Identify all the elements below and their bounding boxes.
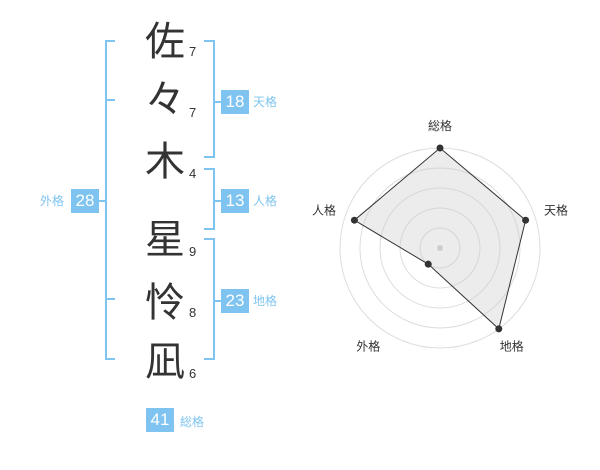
tenkaku-bracket-connector bbox=[214, 101, 222, 103]
gaikaku-bracket-top bbox=[105, 40, 115, 42]
radar-axis-label-3: 地格 bbox=[500, 339, 524, 354]
name-char-4: 星 bbox=[145, 217, 185, 263]
radar-data-polygon bbox=[353, 147, 527, 330]
radar-axis-label-5: 人格 bbox=[312, 202, 336, 217]
gaikaku-value: 28 bbox=[71, 189, 99, 213]
tenkaku-bracket-bottom bbox=[204, 156, 214, 158]
radar-axis-label-2: 天格 bbox=[544, 202, 568, 217]
name-char-3: 木 bbox=[145, 139, 185, 185]
stroke-count-1: 7 bbox=[189, 44, 197, 59]
chikaku-bracket-bottom bbox=[204, 358, 214, 360]
jinkaku-bracket-top bbox=[204, 168, 214, 170]
chikaku-bracket-connector bbox=[214, 300, 222, 302]
tenkaku-label: 天格 bbox=[253, 95, 278, 109]
stroke-count-3: 4 bbox=[189, 166, 197, 181]
name-char-2: 々 bbox=[145, 77, 185, 123]
radar-point-5 bbox=[350, 216, 358, 224]
radar-center-dot bbox=[437, 245, 443, 251]
radar-point-3 bbox=[495, 325, 503, 333]
name-char-1: 佐 bbox=[145, 19, 185, 65]
tenkaku-value: 18 bbox=[221, 90, 249, 114]
radar-axis-label-1: 総格 bbox=[428, 118, 452, 133]
radar-point-1 bbox=[436, 144, 444, 152]
gaikaku-bracket-connector bbox=[98, 200, 106, 202]
chikaku-label: 地格 bbox=[253, 294, 278, 308]
radar-ring bbox=[399, 207, 481, 289]
radar-axis-label-4: 外格 bbox=[356, 339, 380, 354]
chikaku-bracket-vertical bbox=[213, 238, 215, 360]
name-char-6: 凪 bbox=[145, 339, 185, 385]
radar-ring bbox=[359, 167, 521, 329]
stroke-count-4: 9 bbox=[189, 244, 197, 259]
stroke-count-5: 8 bbox=[189, 305, 197, 320]
tenkaku-bracket-top bbox=[204, 40, 214, 42]
gaikaku-bracket-bottom bbox=[105, 358, 115, 360]
gaikaku-bracket-tick-5 bbox=[105, 298, 115, 300]
chikaku-value: 23 bbox=[221, 289, 249, 313]
tenkaku-bracket-vertical bbox=[213, 40, 215, 158]
gaikaku-bracket-vertical bbox=[105, 40, 107, 360]
jinkaku-value: 13 bbox=[221, 189, 249, 213]
jinkaku-bracket-connector bbox=[214, 200, 222, 202]
radar-ring bbox=[419, 227, 461, 269]
stroke-count-2: 7 bbox=[189, 105, 197, 120]
radar-point-2 bbox=[522, 216, 530, 224]
chikaku-bracket-top bbox=[204, 238, 214, 240]
soukaku-value: 41 bbox=[146, 408, 174, 432]
radar-point-4 bbox=[424, 260, 432, 268]
gaikaku-label: 外格 bbox=[40, 194, 65, 208]
name-char-5: 怜 bbox=[145, 280, 185, 326]
soukaku-label: 総格 bbox=[180, 415, 205, 429]
stroke-count-6: 6 bbox=[189, 366, 197, 381]
gaikaku-bracket-tick-2 bbox=[105, 99, 115, 101]
radar-ring bbox=[379, 187, 501, 309]
jinkaku-label: 人格 bbox=[253, 194, 278, 208]
jinkaku-bracket-bottom bbox=[204, 228, 214, 230]
jinkaku-bracket-vertical bbox=[213, 168, 215, 230]
